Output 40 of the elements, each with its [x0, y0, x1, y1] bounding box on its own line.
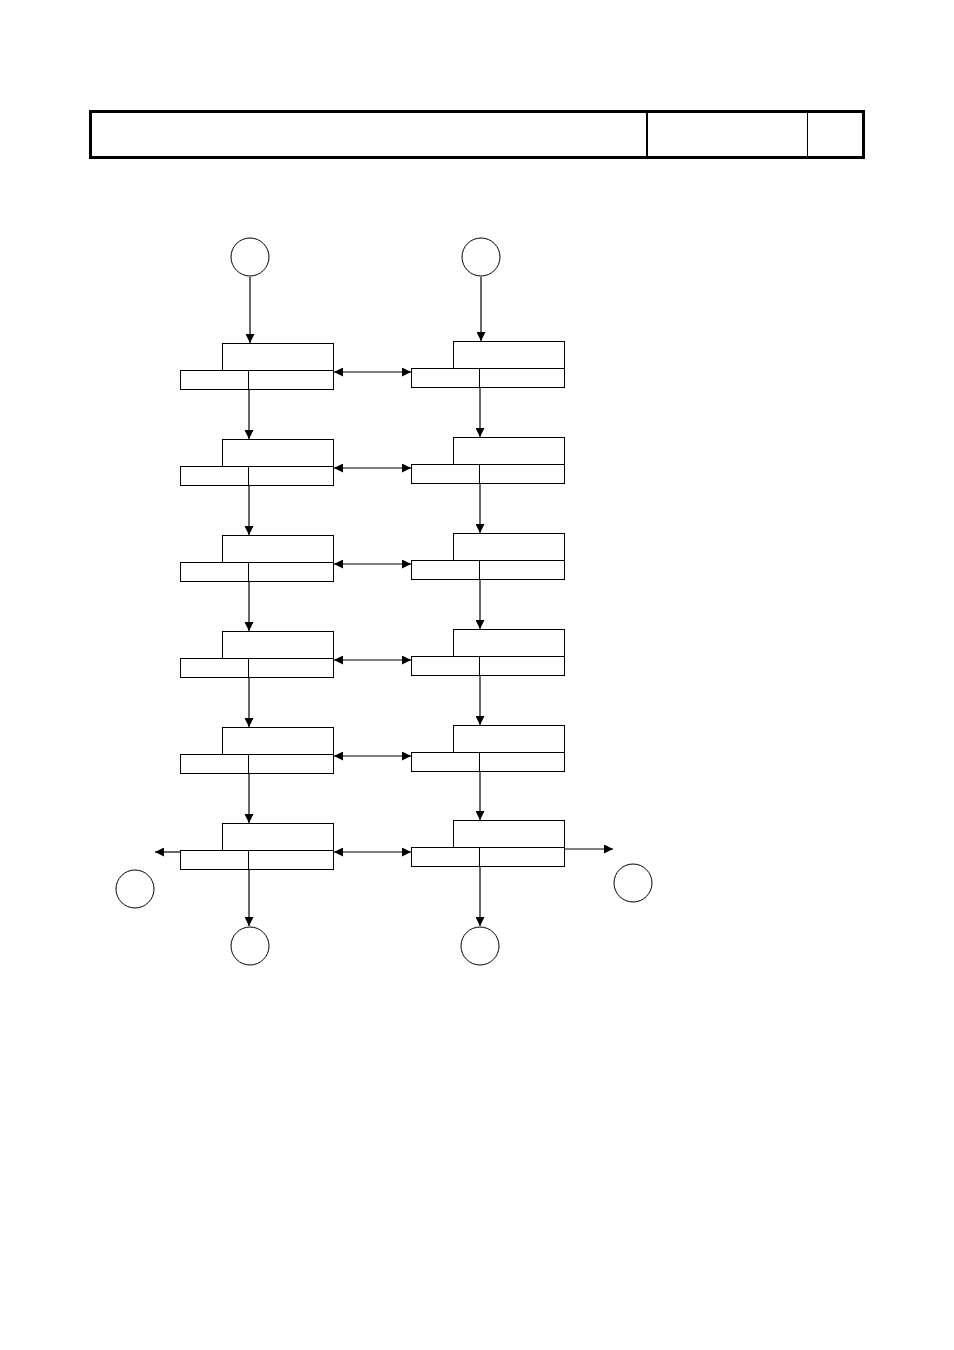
connector-circle — [460, 926, 500, 966]
arrow — [476, 276, 486, 342]
record-block — [180, 535, 334, 582]
record-block — [411, 725, 565, 772]
double-arrow — [333, 751, 412, 761]
double-arrow — [333, 655, 412, 665]
arrow — [475, 483, 485, 534]
arrow — [244, 773, 254, 824]
record-block — [180, 439, 334, 486]
arrow — [475, 675, 485, 726]
arrow — [564, 844, 614, 854]
connector-circle — [461, 237, 501, 277]
arrow — [245, 276, 255, 344]
record-block — [180, 343, 334, 390]
arrow — [475, 387, 485, 438]
record-block — [411, 341, 565, 388]
double-arrow — [333, 847, 412, 857]
arrow — [244, 677, 254, 728]
connector-circle — [230, 926, 270, 966]
arrow — [475, 866, 485, 927]
double-arrow — [333, 367, 412, 377]
arrow — [154, 847, 181, 857]
connector-circle — [613, 863, 653, 903]
arrow — [244, 485, 254, 536]
arrow — [244, 869, 254, 927]
connector-circle — [115, 869, 155, 909]
record-block — [180, 631, 334, 678]
arrow — [244, 581, 254, 632]
arrow — [244, 389, 254, 440]
record-block — [180, 727, 334, 774]
record-block — [411, 437, 565, 484]
double-arrow — [333, 559, 412, 569]
arrow — [475, 579, 485, 630]
double-arrow — [333, 463, 412, 473]
record-block — [411, 629, 565, 676]
record-block — [411, 533, 565, 580]
arrow — [475, 771, 485, 821]
record-block — [411, 820, 565, 867]
connector-circle — [230, 237, 270, 277]
record-block — [180, 823, 334, 870]
